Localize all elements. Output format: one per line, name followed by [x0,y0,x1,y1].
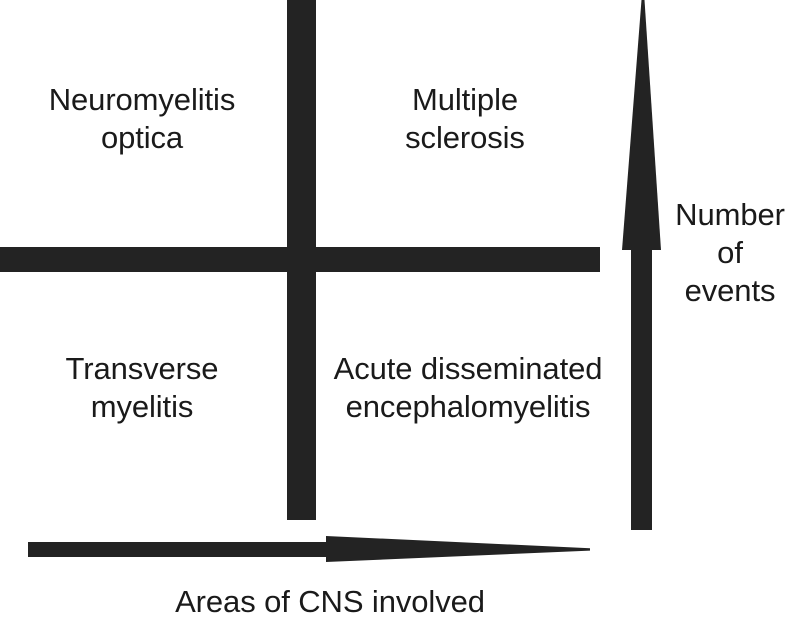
horizontal-axis-label: Areas of CNS involved [175,584,485,619]
quadrant-label-transverse-myelitis: Transverse myelitis [65,351,219,424]
quadrant-label-multiple-sclerosis: Multiple sclerosis [405,82,525,155]
vertical-axis-label: Number of events [675,197,785,308]
horizontal-axis-arrow-shaft [28,542,327,557]
horizontal-divider-bar [0,247,600,272]
quadrant-label-neuromyelitis-optica: Neuromyelitis optica [48,82,236,155]
horizontal-axis-arrowhead-icon [326,536,590,562]
vertical-axis-arrowhead-icon [622,0,661,250]
quadrant-label-acute-disseminated-encephalomyelitis: Acute disseminated encephalomyelitis [333,351,603,424]
vertical-axis-arrow-shaft [631,248,652,530]
